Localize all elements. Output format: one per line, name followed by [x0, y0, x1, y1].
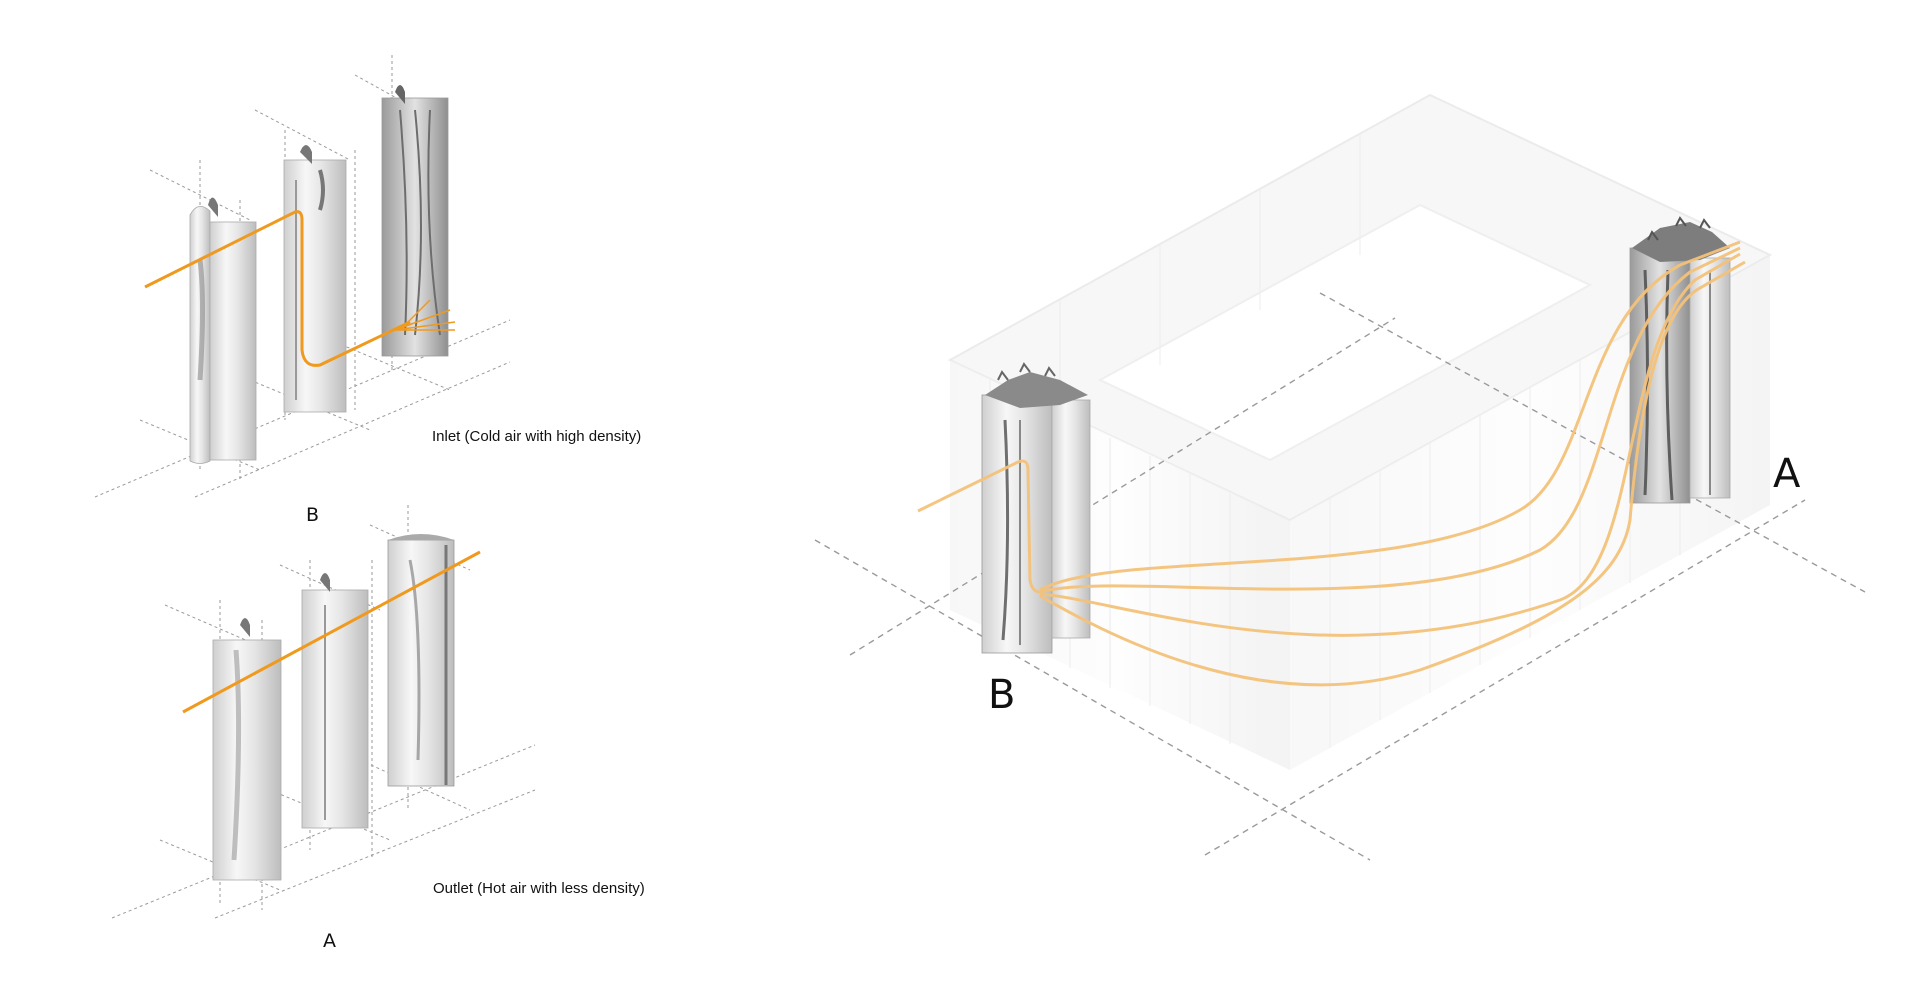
outlet-label-a: A	[323, 930, 336, 952]
inlet-label-b: B	[306, 504, 319, 526]
outlet-caption: Outlet (Hot air with less density)	[433, 880, 645, 897]
airflow-line	[182, 550, 481, 714]
grid-lines	[814, 292, 1866, 861]
airflow-streamlines	[917, 240, 1746, 687]
ventilation-column	[301, 573, 369, 829]
ventilation-column-b	[981, 362, 1091, 654]
ventilation-column	[387, 534, 455, 787]
airflow-line	[144, 210, 456, 367]
ventilation-column	[283, 145, 347, 413]
inlet-diagram: Inlet (Cold air with high density) B	[94, 55, 641, 526]
ventilation-column	[212, 618, 282, 881]
outlet-diagram: Outlet (Hot air with less density) A	[111, 505, 645, 952]
inlet-caption: Inlet (Cold air with high density)	[432, 428, 641, 445]
ventilation-column	[189, 197, 257, 464]
building-label-a: A	[1773, 451, 1801, 497]
ventilation-column-a	[1629, 216, 1731, 504]
ventilation-column	[381, 85, 449, 357]
building-diagram: B A	[814, 93, 1866, 861]
building-label-b: B	[988, 672, 1015, 718]
